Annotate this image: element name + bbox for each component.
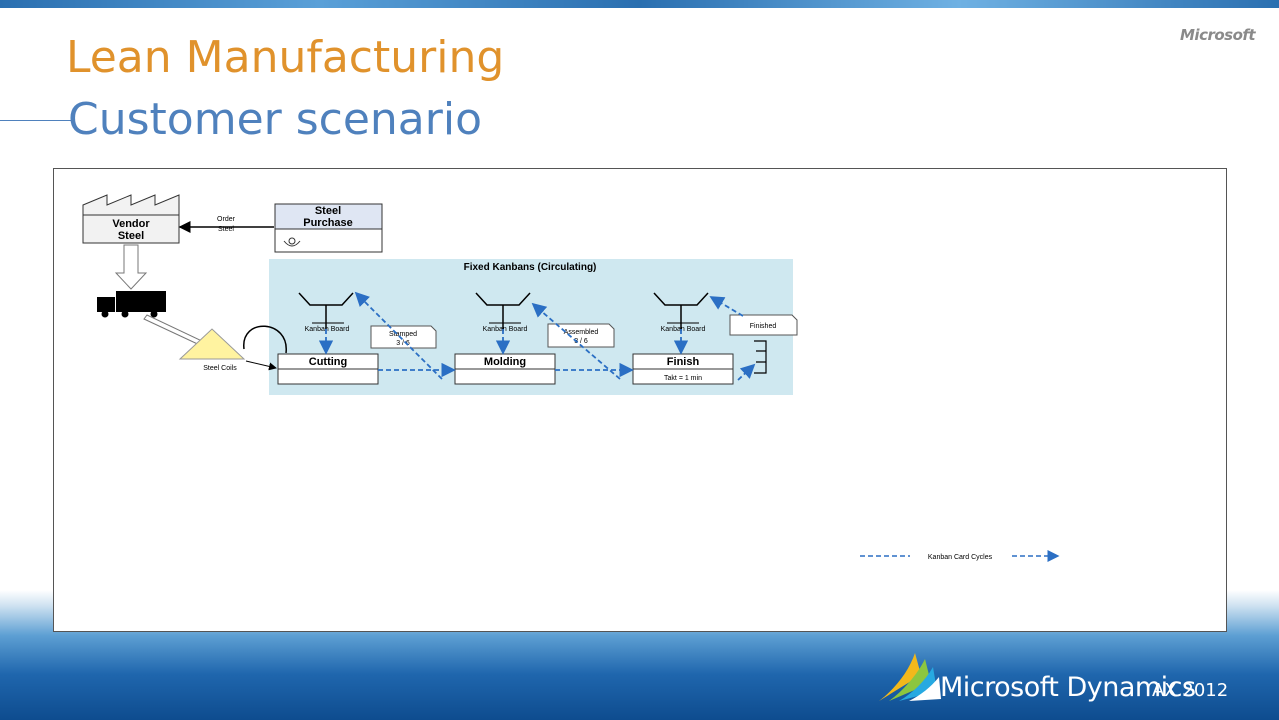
order-label: Order [217, 216, 236, 223]
microsoft-corner-logo: Microsoft [1180, 26, 1256, 44]
dynamics-brand: Microsoft Dynamics [940, 672, 1196, 703]
assembled-card-label: Assembled [564, 329, 599, 336]
coils-label: Steel Coils [203, 365, 237, 372]
assembled-card-count: 3 / 6 [574, 338, 588, 345]
slide-title: Lean Manufacturing [66, 32, 505, 83]
top-band [0, 0, 1279, 8]
cutting-process: Cutting [277, 353, 379, 385]
stamped-card-count: 3 / 6 [396, 340, 410, 347]
cutting-loop-arrow [243, 325, 287, 354]
kanban-board-2: Kanban Board [475, 292, 531, 333]
board-label-1: Kanban Board [305, 326, 350, 333]
vendor-factory: Vendor Steel [82, 194, 180, 244]
stamped-card [370, 325, 437, 349]
board-label-3: Kanban Board [661, 326, 706, 333]
diagram-frame: Vendor Steel Order Steel Steel Purchase [53, 168, 1227, 632]
takt-label: Takt = 1 min [664, 375, 702, 382]
customer-shelf [754, 340, 767, 374]
legend: Kanban Card Cycles [860, 550, 1060, 562]
dynamics-version: AX 2012 [1152, 680, 1229, 701]
vendor-label-2: Steel [118, 230, 144, 242]
slide-subtitle: Customer scenario [68, 94, 482, 145]
finished-card [729, 314, 798, 336]
vendor-label: Vendor [112, 218, 150, 230]
steel-coils-inventory [178, 328, 246, 360]
legend-label: Kanban Card Cycles [928, 554, 993, 561]
molding-label: Molding [484, 356, 526, 368]
finish-label: Finish [667, 356, 700, 368]
title-rule [0, 120, 74, 121]
kanban-flows [318, 291, 756, 381]
steel-purchase-box: Steel Purchase [274, 203, 383, 253]
stamped-card-label: Stamped [389, 331, 417, 338]
truck-icon [97, 291, 166, 318]
dynamics-logo-icon [879, 653, 941, 701]
board-label-2: Kanban Board [483, 326, 528, 333]
finished-card-label: Finished [750, 323, 777, 330]
shipment-arrow [114, 244, 148, 290]
molding-process: Molding [454, 353, 556, 385]
operator-icon [288, 237, 296, 245]
purchase-label: Steel [315, 205, 341, 217]
kanban-title: Fixed Kanbans (Circulating) [464, 262, 597, 273]
cutting-label: Cutting [309, 356, 347, 368]
kanban-board-1: Kanban Board [298, 292, 354, 333]
finish-process: Finish Takt = 1 min [632, 353, 734, 385]
value-stream-diagram: Vendor Steel Order Steel Steel Purchase [82, 194, 1060, 562]
coils-to-cutting-arrow [245, 360, 277, 371]
purchase-label-2: Purchase [303, 217, 353, 229]
kanban-board-3: Kanban Board [653, 292, 709, 333]
assembled-card [547, 323, 615, 348]
order-label-2: Steel [218, 226, 234, 233]
